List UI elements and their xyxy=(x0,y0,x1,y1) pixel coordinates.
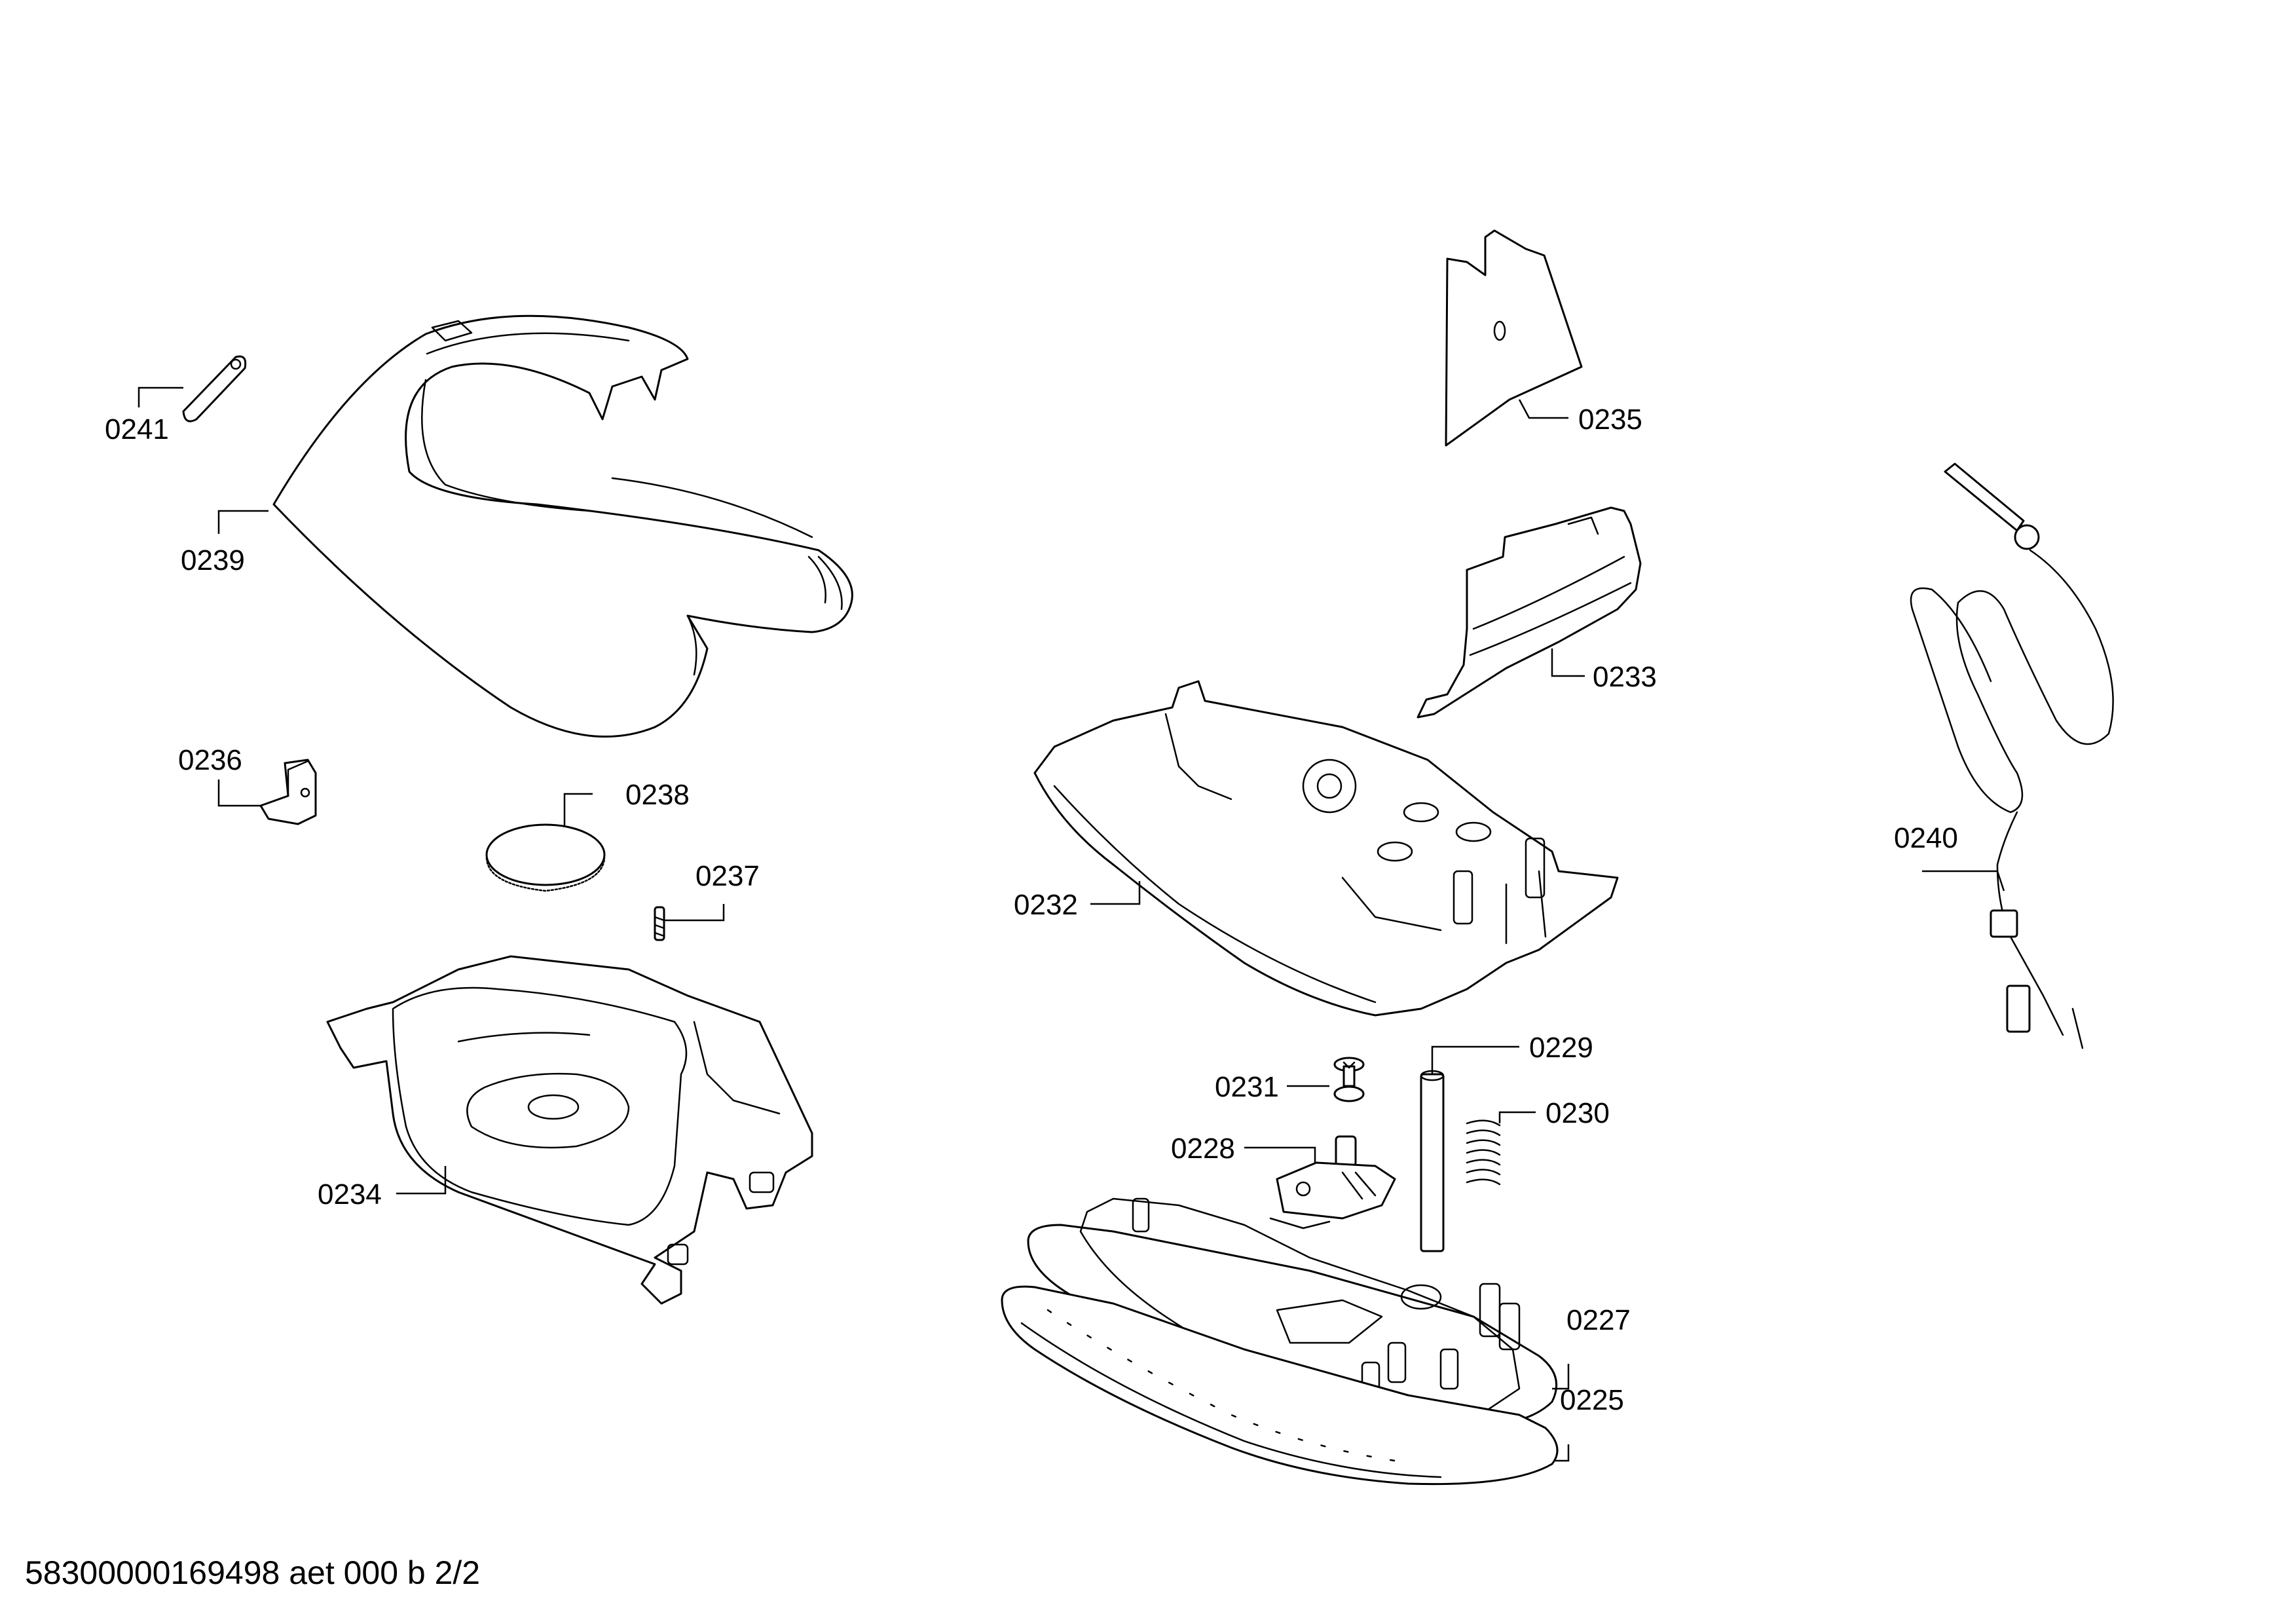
leader-lines xyxy=(138,386,2005,1462)
part-0238-dial xyxy=(485,823,606,892)
part-0236-bracket xyxy=(259,759,317,825)
leader-0239 xyxy=(217,510,268,534)
leader-0227 xyxy=(1552,1364,1570,1390)
part-0234-housing xyxy=(326,955,813,1305)
leader-0234 xyxy=(396,1166,447,1195)
part-0230-spring xyxy=(1466,1119,1501,1186)
label-0230: 0230 xyxy=(1546,1097,1610,1129)
label-0227: 0227 xyxy=(1566,1304,1631,1336)
label-0241: 0241 xyxy=(105,413,169,445)
leader-0237 xyxy=(664,904,725,922)
part-0231-rivet xyxy=(1333,1057,1365,1102)
part-0239-handle xyxy=(272,314,853,738)
label-0228: 0228 xyxy=(1171,1133,1235,1165)
leader-0232 xyxy=(1090,881,1141,905)
leader-0236 xyxy=(217,779,261,807)
part-0229-rod xyxy=(1420,1070,1445,1252)
leader-0229 xyxy=(1431,1045,1519,1074)
part-0225-soleplate xyxy=(1001,1285,1559,1486)
leader-0235 xyxy=(1518,399,1568,419)
label-0233: 0233 xyxy=(1593,661,1657,693)
callout-labels: 0241 0239 0236 0238 0237 0234 0235 0233 … xyxy=(105,404,1958,1416)
label-0225: 0225 xyxy=(1560,1384,1624,1416)
label-0231: 0231 xyxy=(1215,1071,1279,1103)
leader-0241 xyxy=(138,386,183,407)
part-0235-plate xyxy=(1445,229,1583,447)
leader-0225 xyxy=(1555,1444,1570,1462)
label-0229: 0229 xyxy=(1529,1032,1593,1064)
label-0238: 0238 xyxy=(625,779,690,811)
label-0232: 0232 xyxy=(1014,889,1078,921)
part-0232-base xyxy=(1033,680,1619,1017)
part-0228-thermostat xyxy=(1269,1135,1396,1229)
part-0241-clip xyxy=(182,355,247,422)
leader-0238 xyxy=(563,793,593,825)
leader-0228 xyxy=(1244,1146,1316,1163)
label-0235: 0235 xyxy=(1578,404,1642,436)
label-0237: 0237 xyxy=(695,860,760,892)
label-0240: 0240 xyxy=(1894,822,1958,854)
label-0236: 0236 xyxy=(178,744,242,776)
part-0237-screw xyxy=(654,906,665,941)
label-0234: 0234 xyxy=(318,1178,382,1210)
document-footer: 58300000169498 aet 000 b 2/2 xyxy=(25,1554,481,1591)
leader-0233 xyxy=(1551,648,1585,677)
label-0239: 0239 xyxy=(181,544,245,576)
leader-0230 xyxy=(1498,1111,1536,1123)
part-0233-cover xyxy=(1416,506,1642,719)
leader-0240 xyxy=(1922,870,2005,891)
part-0240-power-cord xyxy=(1910,462,2114,1049)
